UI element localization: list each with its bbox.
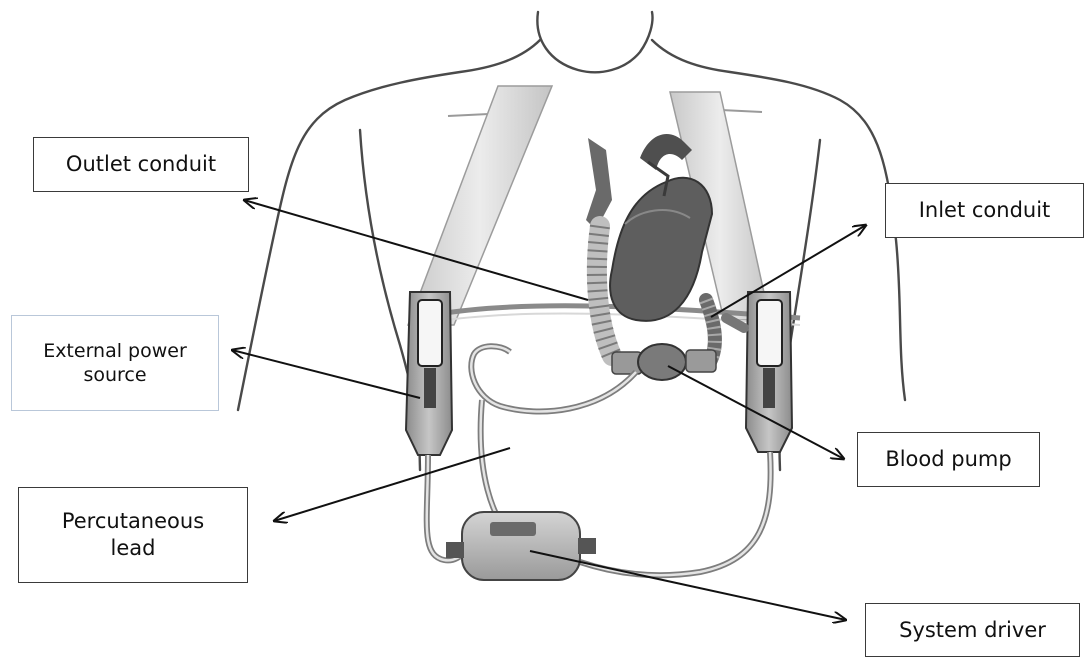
system-driver-callout: System driver bbox=[865, 603, 1080, 657]
arrow-percutaneous-lead bbox=[274, 448, 510, 521]
arrow-external-power bbox=[232, 350, 420, 398]
external-power-source-label: External power source bbox=[43, 339, 187, 388]
outlet-conduit-label: Outlet conduit bbox=[66, 151, 216, 178]
inlet-conduit-label: Inlet conduit bbox=[919, 197, 1051, 224]
percutaneous-lead-callout: Percutaneous lead bbox=[18, 487, 248, 583]
system-driver-label: System driver bbox=[899, 617, 1046, 644]
system-driver-unit bbox=[446, 512, 596, 580]
blood-pump-callout: Blood pump bbox=[857, 432, 1040, 487]
arrow-outlet-conduit bbox=[244, 200, 588, 300]
percutaneous-lead-label: Percutaneous lead bbox=[62, 508, 204, 562]
external-power-source-callout: External power source bbox=[11, 315, 219, 411]
torso-outline bbox=[238, 12, 905, 470]
battery-left bbox=[406, 292, 452, 455]
blood-pump-device bbox=[612, 344, 716, 380]
arrow-system-driver bbox=[530, 551, 846, 620]
inlet-conduit-callout: Inlet conduit bbox=[885, 183, 1084, 238]
outlet-conduit-callout: Outlet conduit bbox=[33, 137, 249, 192]
blood-pump-label: Blood pump bbox=[885, 446, 1011, 473]
